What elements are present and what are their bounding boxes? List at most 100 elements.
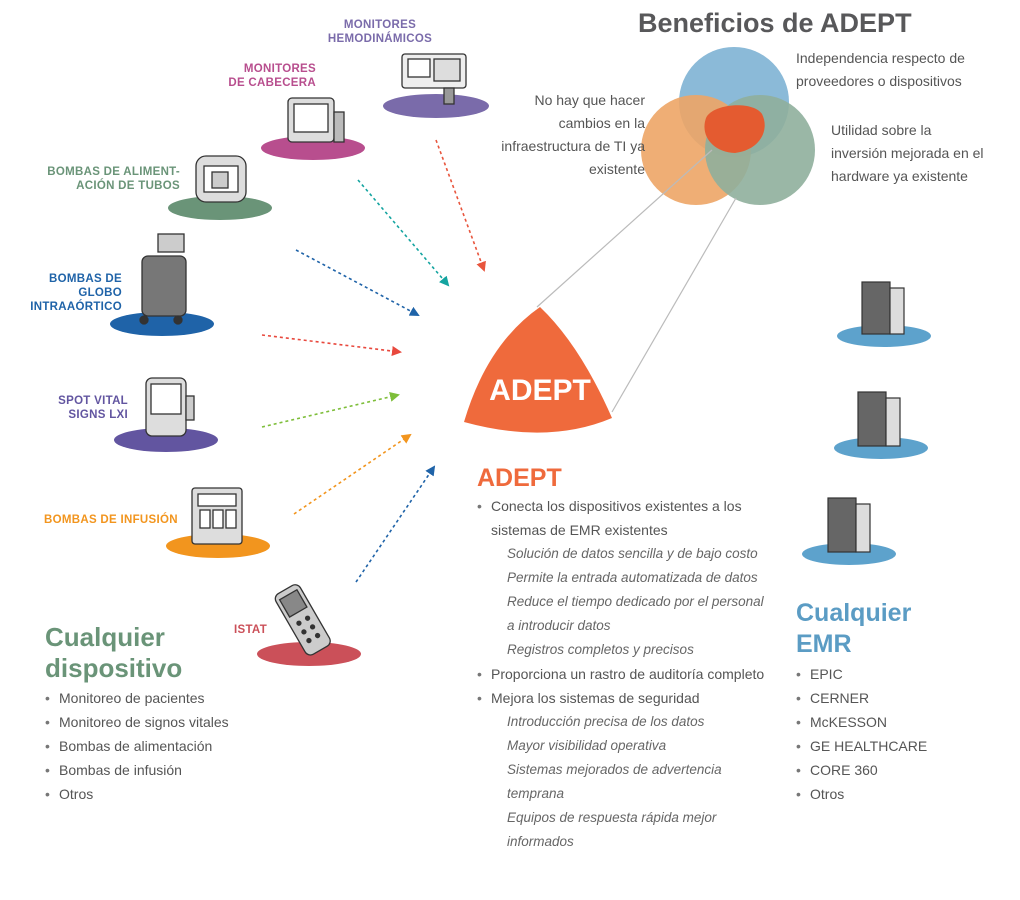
label-line: DE CABECERA [228,77,316,89]
any-device-title: Cualquier dispositivo [45,622,285,684]
venn-top-right-text: Independencia respecto de proveedores o … [796,47,1011,93]
adept-subpoint: Registros completos y precisos [507,642,694,657]
emr-title-line: Cualquier [796,599,912,627]
venn-title: Beneficios de ADEPT [638,8,912,38]
venn-bottom-right-line: hardware ya existente [831,168,968,184]
label-hemodynamic: MONITORES HEMODINÁMICOS [300,18,460,46]
label-infusion: BOMBAS DE INFUSIÓN [44,513,194,527]
venn-diagram [641,47,815,205]
label-line: ACIÓN DE TUBOS [76,180,180,192]
emr-server-1 [837,281,931,347]
platform-balloon [110,312,214,336]
arrow-istat [355,465,436,583]
emr-section: Cualquier EMR EPIC CERNER McKESSON GE HE… [796,598,996,806]
adept-point: Mejora los sistemas de seguridad Introdu… [477,686,777,854]
venn-top-right-line: Independencia respecto de [796,50,965,66]
label-spotvital: SPOT VITAL SIGNS LXi [20,394,128,422]
emr-platform-1 [837,325,931,347]
adept-subpoint: Introducción precisa de los datos [507,714,705,729]
label-line: MONITORES [343,19,417,31]
arrows [261,139,486,583]
list-item: Bombas de alimentación [45,734,285,758]
venn-left-line: existente [588,161,645,177]
adept-subpoint: Mayor visibilidad operativa [507,738,667,753]
arrow-hemodynamic [435,139,486,272]
connector-line-right [611,197,737,413]
connector-line-left [536,149,713,308]
list-item: Otros [45,782,285,806]
adept-hub-label: ADEPT [489,374,591,407]
emr-server-2 [834,391,928,459]
emr-server-3 [802,497,896,565]
bedside-monitor-icon [287,97,345,143]
adept-subpoint: informados [507,834,574,849]
venn-top-right-line: proveedores o dispositivos [796,73,962,89]
any-device-list: Monitoreo de pacientes Monitoreo de sign… [45,686,285,806]
venn-center [704,105,765,153]
adept-subpoint: temprana [507,786,565,801]
venn-left-text: No hay que hacer cambios en la infraestr… [480,89,645,181]
platform-feeding [168,196,272,220]
list-item: Otros [796,782,996,806]
arrow-balloon [261,334,402,356]
arrow-spotvital [261,391,400,428]
balloon-pump-icon [139,233,187,325]
emr-list: EPIC CERNER McKESSON GE HEALTHCARE CORE … [796,662,996,806]
adept-hub-shape [464,307,612,433]
list-item: Monitoreo de pacientes [45,686,285,710]
point-line: Conecta los dispositivos existentes a lo… [491,498,742,514]
list-item: CORE 360 [796,758,996,782]
label-feeding: BOMBAS DE ALIMENT- ACIÓN DE TUBOS [20,165,180,193]
label-line: INTRAAÓRTICO [30,301,122,313]
list-item: EPIC [796,662,996,686]
emr-title-line: EMR [796,630,852,658]
adept-point: Conecta los dispositivos existentes a lo… [477,494,777,662]
label-line: GLOBO [78,287,122,299]
label-line: MONITORES [243,63,316,75]
adept-subpoint: Permite la entrada automatizada de datos [507,570,758,585]
platform-hemodynamic [383,94,489,118]
adept-subpoint: Solución de datos sencilla y de bajo cos… [507,546,758,561]
adept-subpoint: Equipos de respuesta rápida mejor [507,810,717,825]
adept-section: ADEPT Conecta los dispositivos existente… [477,462,777,854]
label-line: BOMBAS DE ALIMENT- [47,166,180,178]
any-device-section: Cualquier dispositivo Monitoreo de pacie… [45,622,285,806]
server-icon [857,391,901,447]
hemodynamic-monitor-icon [401,53,467,105]
list-item: Monitoreo de signos vitales [45,710,285,734]
adept-section-title: ADEPT [477,464,562,492]
infusion-pump-icon [191,487,243,545]
point-line: sistemas de EMR existentes [491,522,668,538]
arrow-infusion [293,433,412,515]
label-line: HEMODINÁMICOS [327,33,433,45]
list-item: McKESSON [796,710,996,734]
adept-point-text: Mejora los sistemas de seguridad [477,686,777,710]
arrow-feeding [295,249,420,316]
venn-left-line: No hay que hacer [534,92,645,108]
label-bedside: MONITORES DE CABECERA [200,62,316,90]
adept-point-text: Conecta los dispositivos existentes a lo… [477,494,777,542]
venn-bottom-right-line: Utilidad sobre la [831,122,932,138]
server-icon [827,497,871,553]
label-line: BOMBAS DE [49,273,122,285]
list-item: GE HEALTHCARE [796,734,996,758]
adept-point-text: Proporciona un rastro de auditoría compl… [477,662,777,686]
any-device-title-line: Cualquier [45,622,165,652]
feeding-pump-icon [195,155,247,203]
list-item: Bombas de infusión [45,758,285,782]
adept-points: Conecta los dispositivos existentes a lo… [477,494,777,854]
adept-subpoint: a introducir datos [507,618,611,633]
label-istat: ISTAT [234,623,294,637]
venn-left-line: cambios en la [558,115,645,131]
venn-bottom-right-line: inversión mejorada en el [831,145,984,161]
adept-subpoint: Reduce el tiempo dedicado por el persona… [507,594,764,609]
list-item: CERNER [796,686,996,710]
adept-subpoint: Sistemas mejorados de advertencia [507,762,722,777]
handheld-analyzer-icon [274,584,331,656]
any-device-title-line: dispositivo [45,653,183,683]
server-icon [861,281,905,335]
arrow-bedside [357,179,450,287]
label-line: SPOT VITAL [58,395,128,407]
